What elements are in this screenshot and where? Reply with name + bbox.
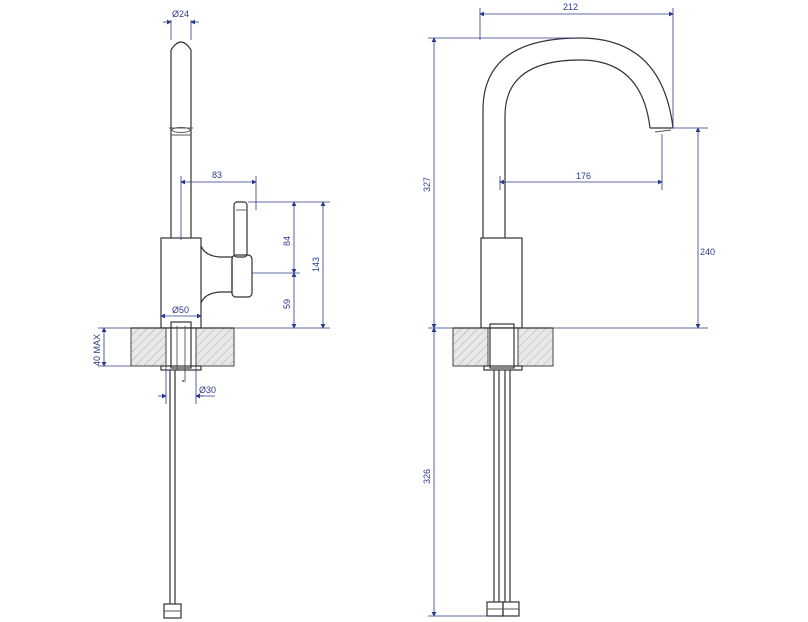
- front-handle: [231, 201, 253, 298]
- dim-hose-length: 326: [422, 469, 432, 484]
- side-view: 212 327 176 240 326: [422, 2, 715, 617]
- front-view: Ø24 83 84 59 143 Ø50 40 MAX: [92, 9, 330, 619]
- front-dimensions: Ø24 83 84 59 143 Ø50 40 MAX: [92, 9, 330, 404]
- dim-deck-thickness: 40 MAX: [92, 334, 102, 366]
- dim-outlet-height: 240: [700, 247, 715, 257]
- dim-handle-offset: 83: [212, 170, 222, 180]
- front-spout: [169, 41, 193, 238]
- dim-outlet-reach: 176: [576, 171, 591, 181]
- dim-total-height: 143: [311, 257, 321, 272]
- side-hoses: [483, 323, 523, 617]
- side-deck: [452, 327, 554, 367]
- dim-hole-diameter: Ø30: [199, 385, 216, 395]
- side-dimensions: 212 327 176 240 326: [422, 2, 715, 617]
- side-body: [480, 237, 523, 329]
- side-spout: [482, 37, 674, 238]
- dim-handle-height: 84: [282, 236, 292, 246]
- front-deck: [130, 327, 235, 367]
- dim-spout-diameter: Ø24: [172, 9, 189, 19]
- dim-spout-reach: 212: [563, 2, 578, 12]
- front-hoses: [160, 321, 202, 619]
- dim-base-diameter: Ø50: [172, 305, 189, 315]
- dim-spout-height: 327: [422, 177, 432, 192]
- dim-body-height: 59: [282, 299, 292, 309]
